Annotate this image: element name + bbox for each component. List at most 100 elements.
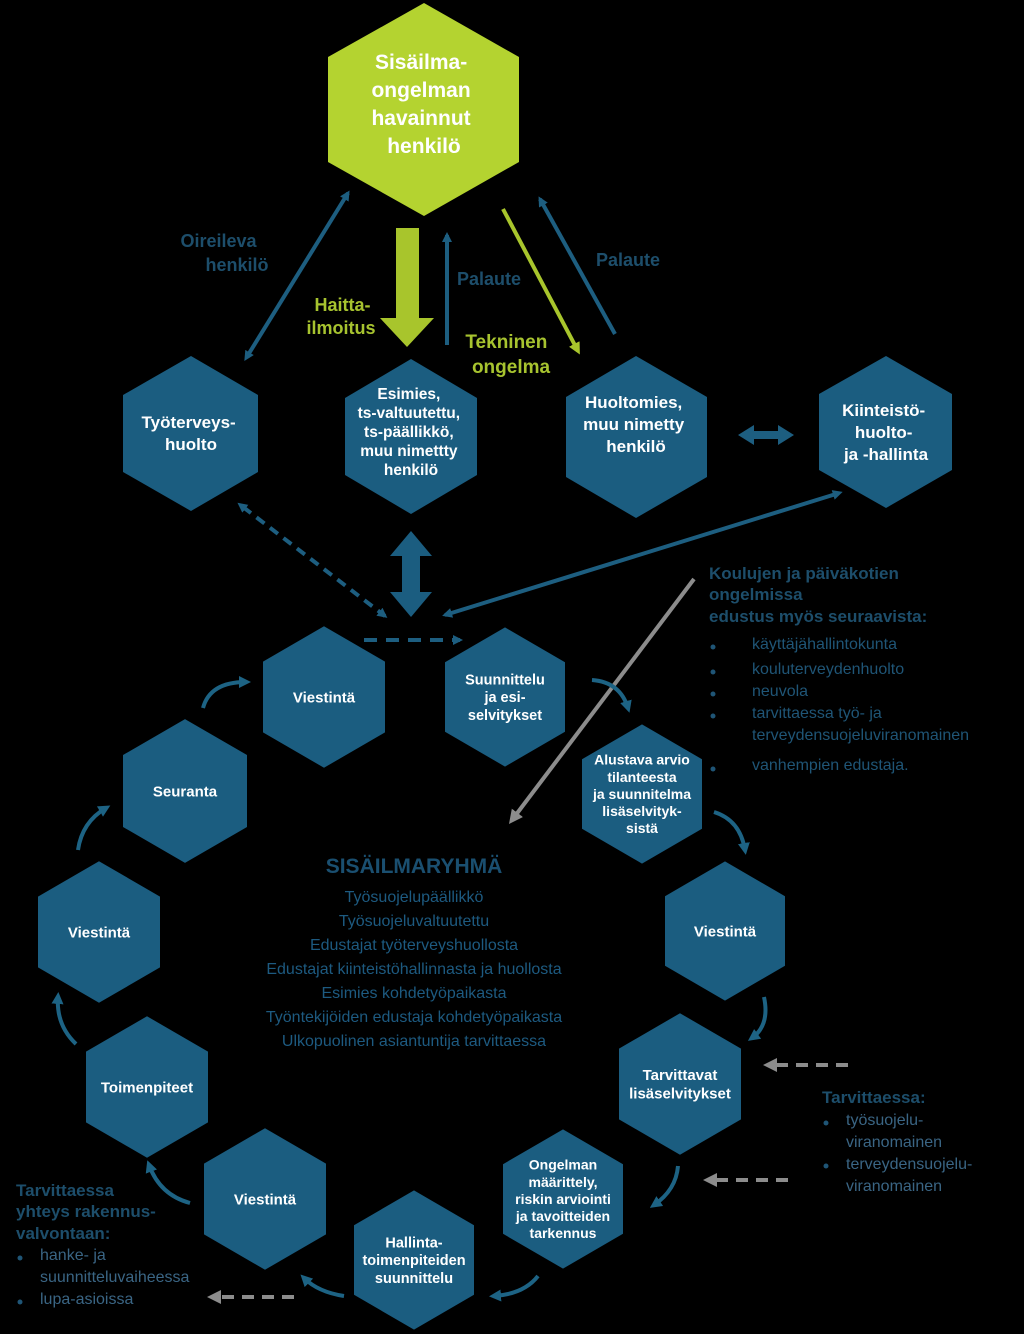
seuranta-label-line-1: Seuranta [153, 783, 218, 800]
cycle-arrows [51, 676, 768, 1302]
alustava-label-line-3: ja suunnitelma [592, 786, 691, 802]
arrow-haitta-ilmoitus [380, 228, 434, 347]
hexagon-suunnittelu [445, 627, 565, 767]
svg-text:Oireileva henkilö: Oireileva henkilö [180, 231, 268, 275]
hexagon-alustava [582, 724, 702, 864]
alustava-label-line-5: sistä [626, 820, 658, 836]
tarvittaessa-left-item-2: lupa-asioissa [40, 1291, 133, 1308]
alustava-label-line-1: Alustava arvio [594, 752, 690, 768]
tarvittaessa-right-item-1-line-2: viranomainen [846, 1134, 942, 1151]
svg-text:Tekninen ongelma: Tekninen ongelma [465, 332, 552, 378]
viestinta2-label-line-1: Viestintä [234, 1191, 297, 1208]
cycle-node-suunnittelu: Suunnittelu ja esi-selvitykset [445, 627, 565, 767]
bullet-icon [710, 691, 716, 697]
svg-text:Tarvittaessa yhteys rake: Tarvittaessa yhteys rakennus- valvontaan… [16, 1181, 161, 1243]
cycle-arrow-hallinta-to-viestinta [300, 1274, 345, 1298]
hallinta-label-line-3: suunnittelu [375, 1271, 453, 1287]
node-tyoterveyshuolto: Työterveys- huolto [123, 356, 258, 511]
label-oireileva-line-2: henkilö [205, 255, 268, 275]
esimies-line-1: Esimies, [377, 386, 440, 403]
cycle-node-seuranta: Seuranta [123, 719, 247, 863]
cycle-arrow-toimenpiteet-to-viestinta [51, 992, 78, 1046]
cycle-node-toimenpiteet: Toimenpiteet [86, 1016, 208, 1158]
esimies-line-5: henkilö [384, 462, 438, 479]
group-member-4: Edustajat kiinteistöhallinnasta ja huoll… [266, 961, 561, 978]
schools-note: Koulujen ja päiväkotien ongelmissa edust… [709, 564, 969, 774]
huoltomies-line-3: henkilö [606, 437, 666, 456]
arrow-palaute-right [538, 196, 617, 335]
label-palaute-right: Palaute [596, 250, 660, 270]
svg-text:Viestintä: Viestintä [694, 923, 757, 940]
hexagon-hallinta [354, 1190, 474, 1330]
label-tekninen-line-1: Tekninen [465, 332, 547, 353]
svg-text:Koulujen ja päiväkotien: Koulujen ja päiväkotien ongelmissa edust… [709, 564, 927, 626]
kiinteisto-line-2: huolto- [855, 423, 913, 442]
group-block: SISÄILMARYHMÄ Työsuojelupäällikkö Työsuo… [266, 855, 562, 1050]
svg-text:Huoltomies, muu nimetty: Huoltomies, muu nimetty henkilö [583, 393, 689, 456]
tyoterveyshuolto-line-1: Työterveys- [142, 413, 236, 432]
label-tekninen-line-2: ongelma [472, 357, 551, 378]
svg-text:Sisäilma- ongelman: Sisäilma- ongelman havainnut henkilö [371, 51, 476, 158]
hexagon-toimenpiteet [86, 1016, 208, 1158]
ongelman-label-line-2: määrittely, [529, 1174, 598, 1190]
label-palaute-left: Palaute [457, 269, 521, 289]
arrow-tekninen-ongelma [501, 208, 580, 355]
suunnittelu-label-line-3: selvitykset [468, 708, 542, 724]
alustava-label-line-4: lisäselvityk- [602, 803, 682, 819]
schools-item-2: kouluterveydenhuolto [752, 661, 904, 678]
ongelman-label-line-5: tarkennus [530, 1225, 597, 1241]
esimies-line-4: muu nimettty [360, 443, 458, 460]
svg-text:Esimies, ts-valtuutettu,: Esimies, ts-valtuutettu, ts-päällikkö, m… [358, 386, 465, 479]
ongelman-label-line-4: ja tavoitteiden [515, 1208, 610, 1224]
viestinta4-label-line-1: Viestintä [293, 689, 356, 706]
arrow-oireileva [244, 190, 350, 361]
bullet-icon [823, 1163, 829, 1169]
tarvittaessa-left-item-1-line-1: hanke- ja [40, 1247, 106, 1264]
cycle-arrow-ongelman-to-hallinta [489, 1274, 540, 1302]
schools-heading-line-2: ongelmissa [709, 585, 803, 604]
tarvittaessa-right-note: Tarvittaessa: työsuojelu- viranomainen t… [822, 1088, 972, 1195]
hexagon-viestinta2 [204, 1128, 326, 1270]
tarvittaessa-left-heading-line-1: Tarvittaessa [16, 1181, 115, 1200]
schools-item-5: vanhempien edustaja. [752, 757, 909, 774]
schools-heading-line-1: Koulujen ja päiväkotien [709, 564, 899, 583]
tarvittaessa-left-heading-line-2: yhteys rakennus- [16, 1202, 156, 1221]
hexagon-viestinta4 [263, 626, 385, 768]
bullet-icon [17, 1299, 23, 1305]
schools-bullets [710, 644, 716, 772]
svg-text:Toimenpiteet: Toimenpiteet [101, 1079, 193, 1096]
schools-item-3: neuvola [752, 683, 808, 700]
bullet-icon [823, 1120, 829, 1126]
svg-text:Viestintä: Viestintä [68, 924, 131, 941]
schools-item-4-line-1: tarvittaessa työ- ja [752, 705, 882, 722]
svg-text:Kiinteistö- huolto-: Kiinteistö- huolto- ja -hallinta [842, 401, 930, 464]
label-haitta-line-2: ilmoitus [306, 318, 375, 338]
arrow-schools-note [508, 577, 696, 824]
bullet-icon [710, 644, 716, 650]
tarvittaessa-left-item-1-line-2: suunnitteluvaiheessa [40, 1269, 190, 1286]
huoltomies-line-1: Huoltomies, [585, 393, 682, 412]
arrow-esimies-group [390, 531, 432, 617]
group-member-2: Työsuojeluvaltuutettu [339, 913, 489, 930]
suunnittelu-label-line-2: ja esi- [483, 690, 525, 706]
bullet-icon [710, 713, 716, 719]
cycle-arrow-viestinta-to-toimenpiteet [145, 1160, 191, 1205]
hallinta-label-line-2: toimenpiteiden [362, 1253, 465, 1269]
hexagon-viestinta3 [38, 861, 160, 1003]
node-esimies: Esimies, ts-valtuutettu, ts-päällikkö, m… [345, 359, 477, 514]
group-member-7: Ulkopuolinen asiantuntija tarvittaessa [282, 1033, 546, 1050]
svg-text:Viestintä: Viestintä [234, 1191, 297, 1208]
tarvittaessa-right-item-2-line-2: viranomainen [846, 1178, 942, 1195]
viestinta1-label-line-1: Viestintä [694, 923, 757, 940]
observer-hexagon [328, 3, 519, 216]
suunnittelu-label-line-1: Suunnittelu [465, 672, 545, 688]
